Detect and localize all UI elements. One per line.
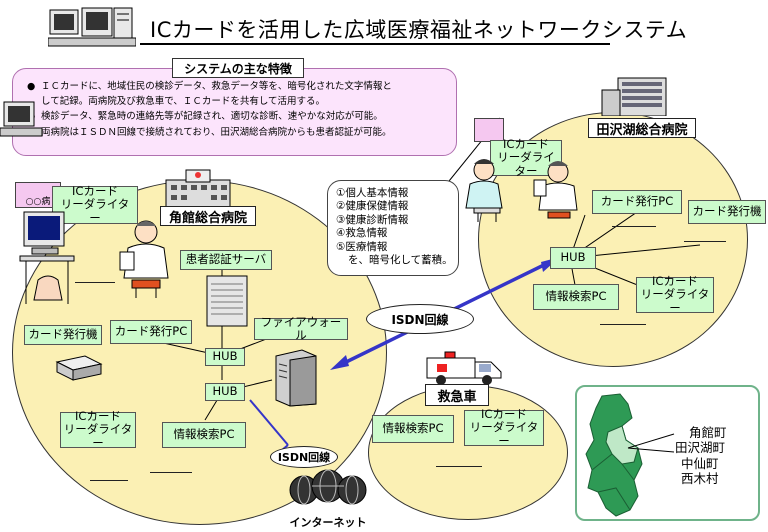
kakunodate-card-issuer: カード発行機 — [24, 325, 102, 345]
placeholder-line — [684, 241, 726, 242]
isdn-internet-label: ISDN回線 — [270, 446, 338, 468]
kakunodate-ic-reader: ICカード リーダライター — [52, 185, 138, 224]
ambulance-label: 救急車 — [425, 384, 489, 406]
info-line: ③健康診断情報 — [336, 213, 409, 226]
tazawako-hub: HUB — [550, 247, 596, 269]
isdn-line-label: ISDN回線 — [366, 304, 474, 334]
hospital-building-icon — [162, 168, 234, 209]
map-town-label: 中仙町 — [681, 455, 719, 471]
ambulance-icon — [425, 350, 503, 386]
placeholder-line — [150, 472, 192, 473]
tazawako-hospital-label: 田沢湖総合病院 — [588, 118, 696, 138]
kakunodate-ic-reader-2: ICカード リーダライター — [60, 410, 136, 449]
info-line: ①個人基本情報 — [336, 187, 409, 199]
hospital-building-icon — [600, 76, 668, 117]
kakunodate-info-pc: 情報検索PC — [162, 422, 246, 448]
tazawako-ic-reader-2: ICカード リーダライター — [636, 275, 714, 314]
map-town-label: 角館町 — [689, 425, 727, 440]
nurse-icon — [462, 158, 514, 224]
hospital-sign — [474, 118, 504, 142]
map-town-label: 田沢湖町 — [675, 440, 726, 456]
stored-info-bubble: ①個人基本情報 ②健康保健情報 ③健康診断情報 ④救急情報 ⑤医療情報 を、暗号… — [327, 180, 459, 276]
feature-item: ●両病院はＩＳＤＮ回線で接続されており、田沢湖総合病院からも患者認証が可能。 — [27, 126, 392, 138]
server-tower-icon — [272, 346, 320, 408]
hospital-sign: ○○病 — [15, 182, 61, 208]
card-printer-icon — [55, 352, 103, 382]
header-computer-icon — [47, 6, 137, 50]
placeholder-line — [436, 466, 482, 467]
kakunodate-hospital-label: 角館総合病院 — [160, 206, 256, 226]
placeholder-line — [75, 282, 115, 283]
ambulance-area — [368, 385, 568, 520]
feature-item: ●ＩＣカードに、地域住民の検診データ、救急データ等を、暗号化された文字情報と — [27, 81, 392, 92]
placeholder-line — [612, 226, 656, 227]
internet-globe-icon — [288, 466, 368, 512]
feature-item: ●検診データ、緊急時の連絡先等が記録され、適切な診断、速やかな対応が可能。 — [27, 111, 383, 123]
map-town-list: 角館町 田沢湖町 中仙町 西木村 — [675, 425, 727, 486]
auth-server-label: 患者認証サーバ — [180, 250, 272, 270]
placeholder-line — [90, 480, 128, 481]
tazawako-card-issuer: カード発行機 — [688, 200, 766, 224]
info-line: ⑤医療情報 — [336, 240, 388, 253]
internet-label: インターネット — [289, 516, 367, 529]
info-line: ②健康保健情報 — [336, 200, 409, 213]
features-panel: ●ＩＣカードに、地域住民の検診データ、救急データ等を、暗号化された文字情報と し… — [12, 68, 457, 156]
kakunodate-hub-1: HUB — [205, 348, 245, 366]
doctor-icon — [118, 218, 174, 300]
tazawako-card-pc: カード発行PC — [592, 190, 682, 214]
kakunodate-hub-2: HUB — [205, 383, 245, 401]
firewall-label: ファイアウォール — [254, 315, 348, 342]
tazawako-info-pc: 情報検索PC — [533, 284, 619, 310]
feature-item: して記録。両病院及び救急車で、ＩＣカードを共有して活用する。 — [41, 96, 326, 108]
placeholder-line — [600, 324, 646, 325]
ambulance-ic-reader: ICカード リーダライター — [464, 408, 544, 447]
map-town-label: 西木村 — [681, 470, 719, 486]
desktop-pc-icon — [0, 100, 44, 140]
doctor-icon — [532, 160, 582, 226]
page-title: ICカードを活用した広域医療福祉ネットワークシステム — [150, 18, 688, 42]
info-line: を、暗号化して蓄積。 — [348, 254, 453, 267]
workstation-icon — [18, 210, 76, 306]
kakunodate-area — [12, 180, 387, 525]
kakunodate-card-pc: カード発行PC — [110, 320, 192, 344]
title-underline — [140, 43, 610, 45]
ambulance-info-pc: 情報検索PC — [372, 415, 454, 443]
info-line: ④救急情報 — [336, 227, 388, 240]
server-rack-icon — [205, 274, 249, 328]
features-heading: システムの主な特徴 — [172, 58, 304, 78]
region-map-icon — [582, 392, 676, 520]
